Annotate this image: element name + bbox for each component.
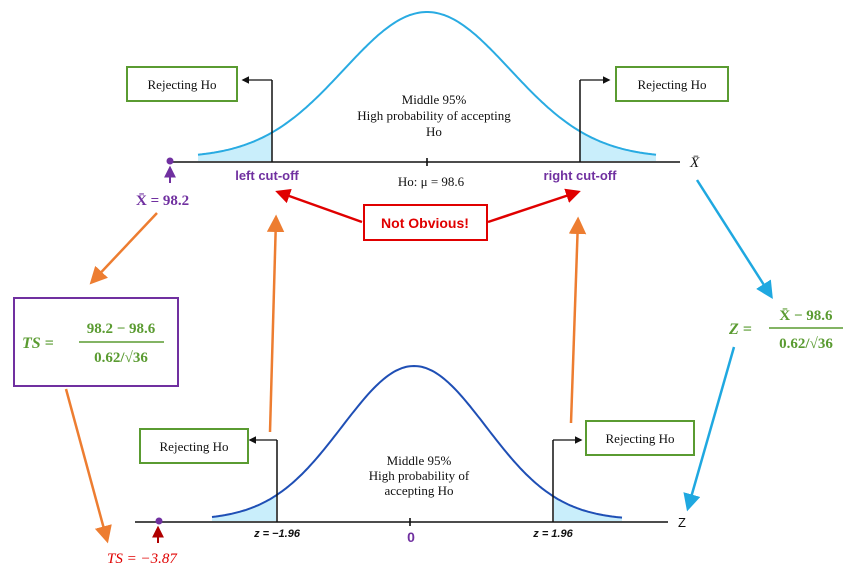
z-formula-lhs: Z =: [728, 321, 752, 338]
upper-reject-right-box: [615, 66, 729, 102]
orange-arrows: [64, 212, 587, 544]
upper-right-tail-shade: [580, 131, 656, 161]
lower-middle-line3: accepting Ho: [385, 483, 454, 498]
upper-right-cutoff-label: right cut-off: [544, 168, 618, 183]
upper-reject-left-box: [126, 66, 238, 102]
arrow-ts-formula-to-ts-value: [64, 388, 112, 544]
lower-ts-value: TS = −3.87: [107, 551, 178, 567]
ts-formula-lhs: TS =: [22, 335, 54, 352]
z-formula-denominator: 0.62/√36: [779, 336, 833, 352]
upper-reject-right-label: Rejecting Ho: [638, 77, 707, 92]
upper-reject-left-label: Rejecting Ho: [148, 77, 217, 92]
lower-reject-left-box: [139, 428, 249, 464]
upper-hypothesis-label: Ho: μ = 98.6: [398, 174, 465, 189]
arrow-xbar-axis-to-z-formula: [695, 179, 773, 299]
lower-z-left-label: z = −1.96: [253, 528, 301, 540]
upper-xbar-point: [166, 157, 174, 165]
lower-distribution: Rejecting Ho Rejecting Ho Middle 95% Hig…: [107, 364, 695, 567]
arrow-xbar-to-ts-formula: [89, 212, 158, 285]
lower-middle-line2: High probability of: [369, 468, 470, 483]
lower-ts-point: [155, 517, 163, 525]
not-obvious-box: [363, 204, 488, 241]
arrow-z-left-to-left-cutoff: [266, 214, 285, 433]
cyan-arrows: [683, 179, 773, 512]
upper-middle-line3: Ho: [426, 124, 442, 139]
not-obvious-callout: Not Obvious!: [275, 188, 581, 241]
lower-left-tail-shade: [212, 495, 276, 521]
ts-formula-numerator: 98.2 − 98.6: [87, 321, 156, 337]
arrow-z-formula-to-z-axis: [683, 346, 736, 512]
upper-middle-line1: Middle 95%: [402, 92, 467, 107]
upper-axis-symbol: X̄: [689, 155, 700, 171]
lower-axis-symbol: Z: [678, 515, 686, 530]
lower-z-right-label: z = 1.96: [532, 528, 573, 540]
lower-right-tail-shade: [554, 496, 622, 521]
lower-reject-right-label: Rejecting Ho: [606, 431, 675, 446]
upper-middle-line2: High probability of accepting: [357, 108, 511, 123]
ts-formula-denominator: 0.62/√36: [94, 350, 148, 366]
lower-reject-left-label: Rejecting Ho: [160, 439, 229, 454]
upper-left-tail-shade: [198, 132, 272, 161]
lower-reject-right-box: [585, 420, 695, 456]
not-obvious-arrow-left: [275, 188, 363, 224]
arrow-z-right-to-right-cutoff: [568, 216, 587, 424]
upper-distribution: Rejecting Ho Rejecting Ho Middle 95% Hig…: [126, 11, 729, 209]
lower-middle-line1: Middle 95%: [387, 453, 452, 468]
not-obvious-label: Not Obvious!: [381, 215, 469, 231]
upper-left-cutoff-label: left cut-off: [235, 168, 299, 183]
not-obvious-arrow-right: [487, 188, 581, 224]
z-formula: Z = X̄ − 98.6 0.62/√36: [728, 308, 843, 352]
upper-xbar-value: X̄ = 98.2: [136, 193, 189, 209]
ts-formula: TS = 98.2 − 98.6 0.62/√36: [13, 297, 179, 387]
z-formula-numerator: X̄ − 98.6: [779, 308, 833, 324]
lower-zero-label: 0: [407, 529, 415, 545]
